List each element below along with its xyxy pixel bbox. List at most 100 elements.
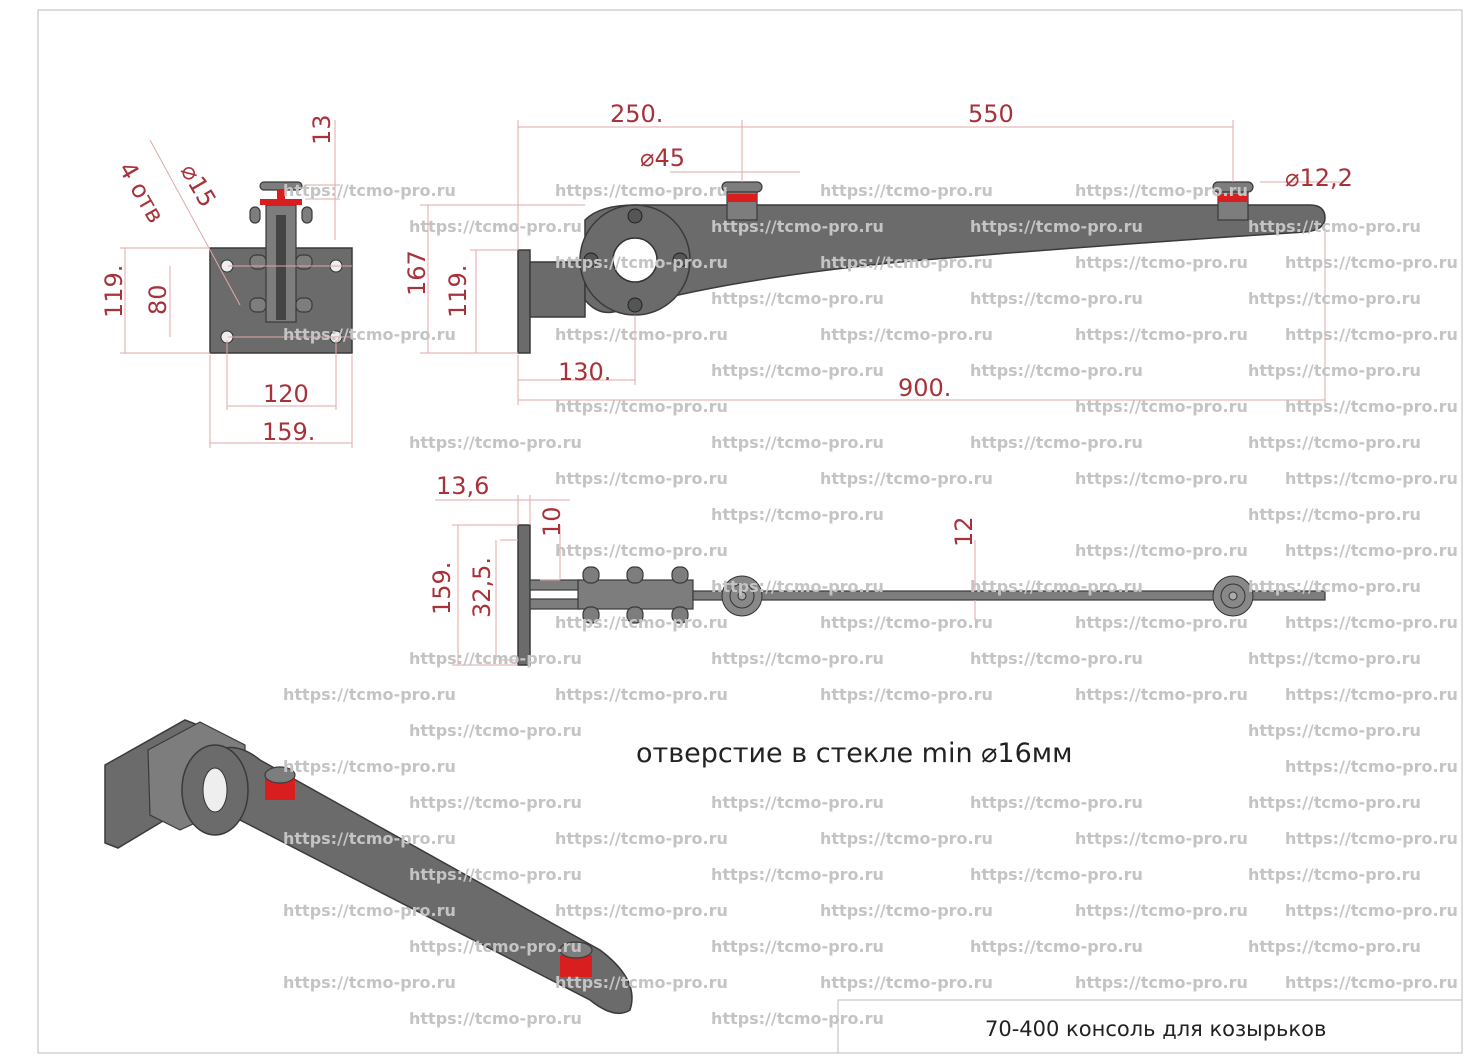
watermark-text: https://tcmo-pro.ru [970, 649, 1143, 668]
watermark-text: https://tcmo-pro.ru [1075, 685, 1248, 704]
dim-550: 550 [968, 100, 1014, 128]
dim-130: 130. [558, 358, 611, 386]
dim-900: 900. [898, 374, 951, 402]
glass-hole-note: отверстие в стекле min ⌀16мм [636, 738, 1073, 769]
watermark-text: https://tcmo-pro.ru [970, 289, 1143, 308]
watermark-text: https://tcmo-pro.ru [970, 433, 1143, 452]
watermark-text: https://tcmo-pro.ru [970, 937, 1143, 956]
watermark-text: https://tcmo-pro.ru [1075, 469, 1248, 488]
watermark-text: https://tcmo-pro.ru [555, 829, 728, 848]
watermark-text: https://tcmo-pro.ru [1075, 613, 1248, 632]
watermark-text: https://tcmo-pro.ru [820, 253, 993, 272]
watermark-text: https://tcmo-pro.ru [1285, 757, 1458, 776]
watermark-text: https://tcmo-pro.ru [555, 901, 728, 920]
dim-250: 250. [610, 100, 663, 128]
watermark-text: https://tcmo-pro.ru [555, 397, 728, 416]
watermark-text: https://tcmo-pro.ru [711, 793, 884, 812]
watermark-text: https://tcmo-pro.ru [1248, 217, 1421, 236]
watermark-text: https://tcmo-pro.ru [970, 361, 1143, 380]
watermark-text: https://tcmo-pro.ru [711, 649, 884, 668]
dim-167: 167 [403, 250, 431, 296]
watermark-text: https://tcmo-pro.ru [1285, 901, 1458, 920]
watermark-text: https://tcmo-pro.ru [1285, 253, 1458, 272]
watermark-text: https://tcmo-pro.ru [409, 1009, 582, 1028]
watermark-text: https://tcmo-pro.ru [283, 325, 456, 344]
watermark-text: https://tcmo-pro.ru [1285, 397, 1458, 416]
watermark-text: https://tcmo-pro.ru [1285, 685, 1458, 704]
watermark-text: https://tcmo-pro.ru [711, 289, 884, 308]
watermark-text: https://tcmo-pro.ru [711, 361, 884, 380]
watermark-text: https://tcmo-pro.ru [711, 1009, 884, 1028]
drawing-title: 70-400 консоль для козырьков [985, 1017, 1326, 1041]
drawing-frame [37, 9, 1463, 1054]
watermark-text: https://tcmo-pro.ru [1248, 289, 1421, 308]
dim-32-5: 32,5. [468, 557, 496, 618]
dim-13: 13 [308, 114, 336, 145]
watermark-text: https://tcmo-pro.ru [1248, 577, 1421, 596]
watermark-text: https://tcmo-pro.ru [1248, 793, 1421, 812]
watermark-text: https://tcmo-pro.ru [555, 325, 728, 344]
isometric-view [104, 719, 633, 1015]
watermark-text: https://tcmo-pro.ru [1075, 901, 1248, 920]
watermark-text: https://tcmo-pro.ru [820, 901, 993, 920]
watermark-text: https://tcmo-pro.ru [409, 937, 582, 956]
watermark-text: https://tcmo-pro.ru [1075, 973, 1248, 992]
watermark-text: https://tcmo-pro.ru [820, 469, 993, 488]
watermark-text: https://tcmo-pro.ru [711, 937, 884, 956]
watermark-text: https://tcmo-pro.ru [555, 685, 728, 704]
side-view: 250. 550 ⌀45 ⌀12,2 167 119. 130. 900. [403, 100, 1353, 405]
watermark-text: https://tcmo-pro.ru [1285, 973, 1458, 992]
dim-12: 12 [950, 516, 978, 547]
watermark-text: https://tcmo-pro.ru [820, 829, 993, 848]
watermark-text: https://tcmo-pro.ru [970, 577, 1143, 596]
watermark-text: https://tcmo-pro.ru [1285, 541, 1458, 560]
watermark-text: https://tcmo-pro.ru [283, 973, 456, 992]
watermark-text: https://tcmo-pro.ru [1285, 325, 1458, 344]
watermark-text: https://tcmo-pro.ru [970, 865, 1143, 884]
hole-count-label: 4 отв [113, 157, 170, 228]
watermark-text: https://tcmo-pro.ru [555, 541, 728, 560]
watermark-text: https://tcmo-pro.ru [283, 757, 456, 776]
watermark-text: https://tcmo-pro.ru [1248, 505, 1421, 524]
dim-159-top: 159. [428, 562, 456, 615]
watermark-text: https://tcmo-pro.ru [409, 793, 582, 812]
watermark-text: https://tcmo-pro.ru [820, 685, 993, 704]
dim-disk-diameter: ⌀45 [640, 144, 685, 172]
watermark-text: https://tcmo-pro.ru [820, 613, 993, 632]
dim-13-6: 13,6 [436, 472, 489, 500]
watermark-text: https://tcmo-pro.ru [555, 469, 728, 488]
watermark-text: https://tcmo-pro.ru [283, 829, 456, 848]
watermark-text: https://tcmo-pro.ru [1075, 181, 1248, 200]
watermark-text: https://tcmo-pro.ru [820, 181, 993, 200]
watermark-text: https://tcmo-pro.ru [1075, 325, 1248, 344]
watermark-text: https://tcmo-pro.ru [711, 577, 884, 596]
watermark-text: https://tcmo-pro.ru [1248, 361, 1421, 380]
watermark-text: https://tcmo-pro.ru [283, 181, 456, 200]
watermark-text: https://tcmo-pro.ru [555, 613, 728, 632]
dim-10: 10 [538, 506, 566, 537]
watermark-text: https://tcmo-pro.ru [409, 865, 582, 884]
watermark-text: https://tcmo-pro.ru [820, 973, 993, 992]
watermark-text: https://tcmo-pro.ru [711, 865, 884, 884]
watermark-text: https://tcmo-pro.ru [409, 721, 582, 740]
watermark-text: https://tcmo-pro.ru [409, 649, 582, 668]
watermark-text: https://tcmo-pro.ru [1285, 829, 1458, 848]
watermark-text: https://tcmo-pro.ru [1075, 397, 1248, 416]
watermark-text: https://tcmo-pro.ru [555, 253, 728, 272]
watermark-text: https://tcmo-pro.ru [1285, 613, 1458, 632]
watermark-text: https://tcmo-pro.ru [1075, 541, 1248, 560]
watermark-text: https://tcmo-pro.ru [1248, 721, 1421, 740]
watermark-text: https://tcmo-pro.ru [409, 433, 582, 452]
watermark-text: https://tcmo-pro.ru [1248, 433, 1421, 452]
watermark-text: https://tcmo-pro.ru [970, 217, 1143, 236]
watermark-text: https://tcmo-pro.ru [711, 505, 884, 524]
watermark-text: https://tcmo-pro.ru [970, 793, 1143, 812]
watermark-text: https://tcmo-pro.ru [820, 325, 993, 344]
front-view: ⌀15 4 отв 13 119. 80 120 159. [100, 114, 353, 448]
watermark-text: https://tcmo-pro.ru [1075, 829, 1248, 848]
dim-pin-diameter: ⌀12,2 [1285, 164, 1353, 192]
watermark-text: https://tcmo-pro.ru [1075, 253, 1248, 272]
watermark-text: https://tcmo-pro.ru [555, 973, 728, 992]
dim-119-side: 119. [444, 265, 472, 318]
